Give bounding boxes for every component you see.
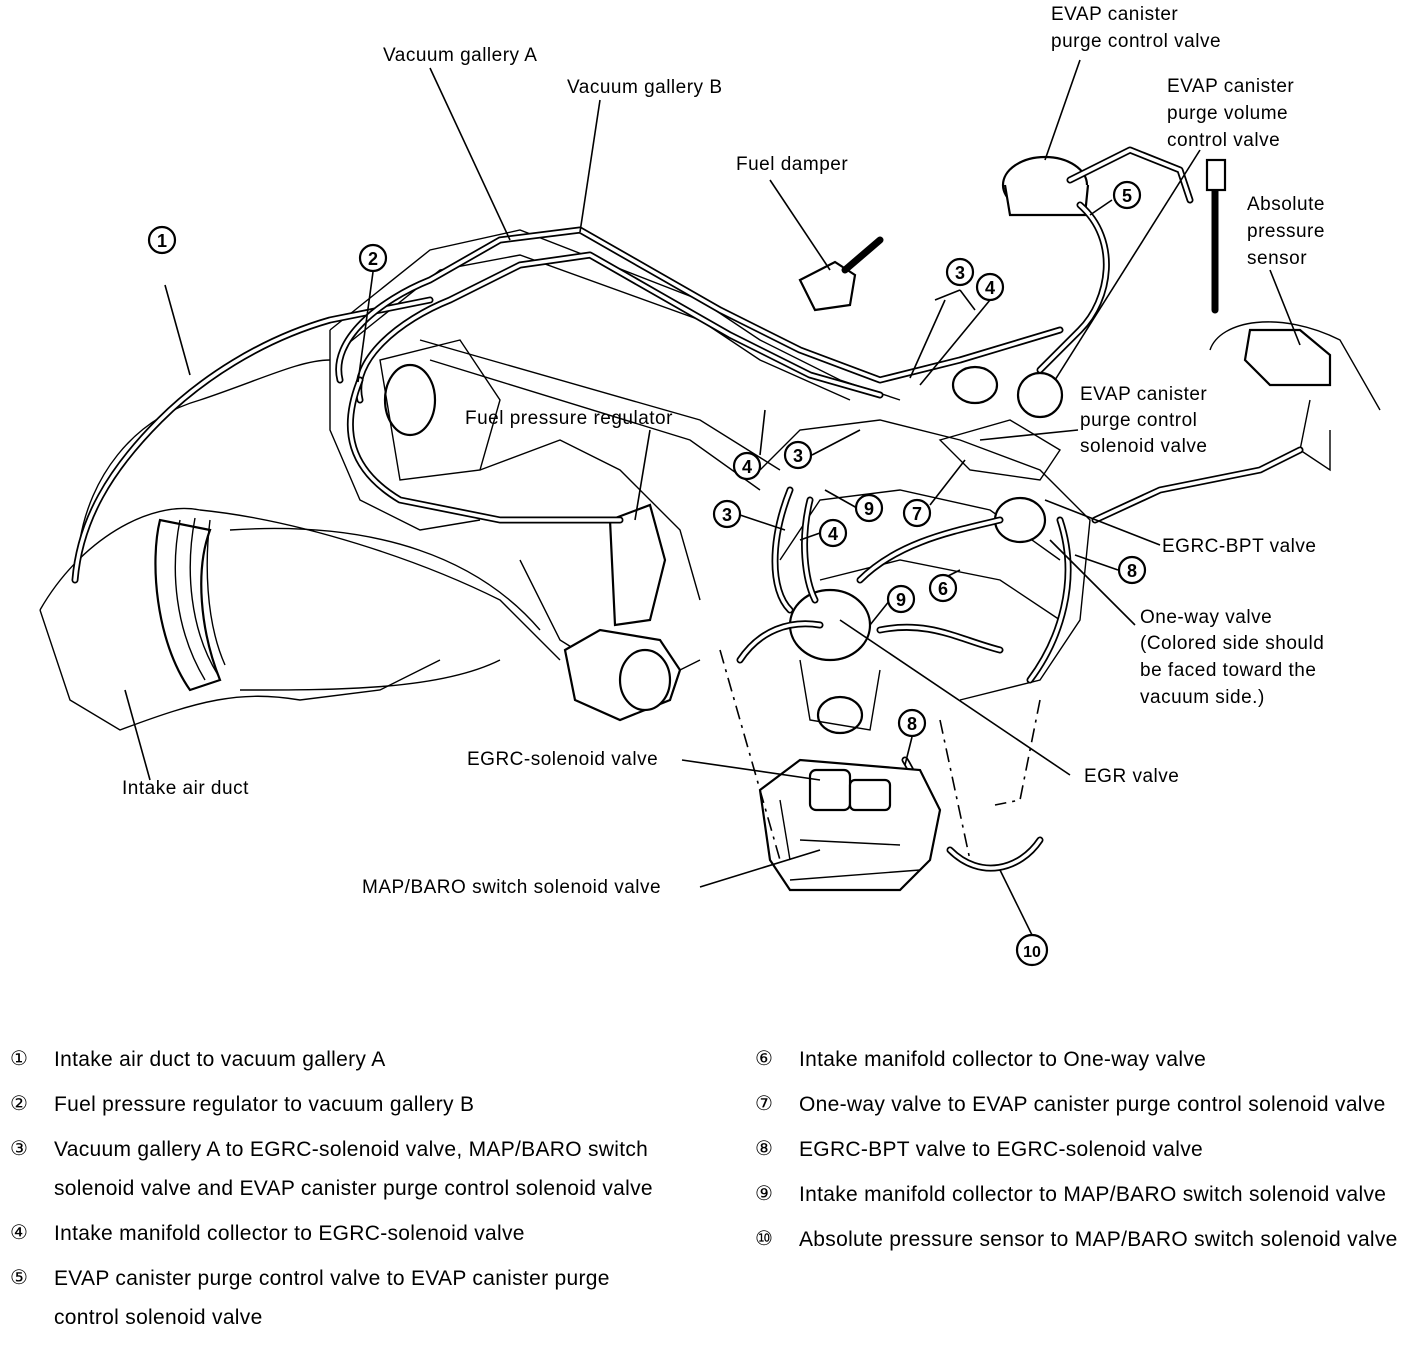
label-one-way-valve-2: (Colored side should [1140,633,1324,654]
svg-text:7: 7 [912,504,922,524]
legend-left: ① Intake air duct to vacuum gallery A ② Fu… [10,1040,670,1343]
label-vacuum-gallery-a: Vacuum gallery A [383,45,537,66]
svg-text:3: 3 [793,446,803,466]
svg-text:4: 4 [985,278,995,298]
label-vacuum-gallery-b: Vacuum gallery B [567,77,723,98]
label-egrc-bpt-valve: EGRC-BPT valve [1162,536,1316,557]
legend-item: ③ Vacuum gallery A to EGRC-solenoid valve… [10,1130,670,1208]
diagram-labels: Vacuum gallery A Vacuum gallery B Fuel d… [122,4,1325,898]
callout-8: 8 [1117,555,1147,585]
legend-item: ⑧ EGRC-BPT valve to EGRC-solenoid valve [755,1130,1400,1169]
vacuum-hoses [71,146,1304,872]
intake-air-duct [39,359,561,731]
legend-text: Absolute pressure sensor to MAP/BARO swi… [799,1228,1398,1251]
legend-text: Intake manifold collector to EGRC-soleno… [54,1222,525,1245]
label-absolute-pressure-2: pressure [1247,221,1325,242]
legend-mark: ③ [10,1138,29,1160]
svg-text:4: 4 [742,457,752,477]
legend-mark: ④ [10,1222,29,1244]
label-evap-solenoid-2: purge control [1080,410,1197,431]
label-one-way-valve-1: One-way valve [1140,607,1272,628]
legend-right: ⑥ Intake manifold collector to One-way va… [755,1040,1400,1265]
dashed-guide [719,649,781,861]
svg-text:4: 4 [828,524,838,544]
solenoid-valve-bracket [758,758,942,892]
label-one-way-valve-4: vacuum side.) [1140,687,1265,708]
svg-text:3: 3 [722,505,732,525]
label-one-way-valve-3: be faced toward the [1140,660,1316,681]
vacuum-hose-diagram: 1 2 3 4 5 4 3 3 4 9 7 6 9 8 8 10 Vacuum … [39,4,1381,967]
legend-item: ⑦ One-way valve to EVAP canister purge co… [755,1085,1400,1124]
legend-item: ④ Intake manifold collector to EGRC-solen… [10,1214,670,1253]
callout-1: 1 [147,225,177,255]
svg-text:10: 10 [1023,944,1041,961]
legend-text: Fuel pressure regulator to vacuum galler… [54,1093,475,1116]
legend-mark: ① [10,1048,29,1070]
callout-9: 9 [886,584,916,614]
legend-text: EGRC-BPT valve to EGRC-solenoid valve [799,1138,1204,1161]
callout-8: 8 [897,708,927,738]
callout-3: 3 [712,499,742,529]
callout-6: 6 [928,573,958,603]
callout-4: 4 [732,451,762,481]
callout-4: 4 [975,272,1005,302]
label-evap-purge-control-valve-2: purge control valve [1051,31,1221,52]
legend-item: ② Fuel pressure regulator to vacuum galle… [10,1085,670,1124]
label-map-baro-switch: MAP/BARO switch solenoid valve [362,877,661,898]
callout-9: 9 [854,493,884,523]
label-evap-purge-volume-2: purge volume [1167,103,1288,124]
label-evap-purge-volume-1: EVAP canister [1167,76,1294,97]
label-intake-air-duct: Intake air duct [122,778,249,799]
dashed-guide [994,699,1041,806]
legend-mark: ⑩ [755,1228,774,1250]
svg-text:6: 6 [938,579,948,599]
svg-text:5: 5 [1122,186,1132,206]
label-evap-solenoid-1: EVAP canister [1080,384,1207,405]
legend-mark: ⑨ [755,1183,774,1205]
label-evap-purge-control-valve-1: EVAP canister [1051,4,1178,25]
legend-text: One-way valve to EVAP canister purge con… [799,1093,1386,1116]
callouts: 1 2 3 4 5 4 3 3 4 9 7 6 9 8 8 10 [147,180,1147,967]
legend-text: EVAP canister purge control valve to EVA… [54,1267,610,1329]
legend-item: ① Intake air duct to vacuum gallery A [10,1040,670,1079]
legend-item: ⑩ Absolute pressure sensor to MAP/BARO sw… [755,1220,1400,1259]
legend-item: ⑤ EVAP canister purge control valve to EV… [10,1259,670,1337]
label-egr-valve: EGR valve [1084,766,1179,787]
legend-mark: ⑤ [10,1267,29,1289]
legend-item: ⑥ Intake manifold collector to One-way va… [755,1040,1400,1079]
label-egrc-solenoid-valve: EGRC-solenoid valve [467,749,658,770]
svg-text:8: 8 [907,714,917,734]
legend-text: Intake air duct to vacuum gallery A [54,1048,386,1071]
svg-text:8: 8 [1127,561,1137,581]
legend-mark: ⑧ [755,1138,774,1160]
legend-mark: ⑦ [755,1093,774,1115]
legend-text: Vacuum gallery A to EGRC-solenoid valve,… [54,1138,653,1200]
callout-5: 5 [1112,180,1142,210]
svg-text:9: 9 [896,590,906,610]
label-evap-purge-volume-3: control valve [1167,130,1280,151]
leader-lines [124,59,1301,936]
legend-text: Intake manifold collector to One-way val… [799,1048,1207,1071]
label-evap-solenoid-3: solenoid valve [1080,436,1207,457]
svg-text:3: 3 [955,263,965,283]
engine-illustration [329,155,1381,735]
svg-text:1: 1 [157,231,167,251]
label-fuel-pressure-regulator: Fuel pressure regulator [465,408,673,429]
label-absolute-pressure-3: sensor [1247,248,1307,269]
dashed-guide [939,719,971,861]
legend-mark: ⑥ [755,1048,774,1070]
svg-text:2: 2 [368,249,378,269]
callout-4: 4 [818,518,848,548]
callout-10: 10 [1015,933,1049,967]
legend-mark: ② [10,1093,29,1115]
callout-7: 7 [902,498,932,528]
label-absolute-pressure-1: Absolute [1247,194,1325,215]
label-fuel-damper: Fuel damper [736,154,848,175]
legend-item: ⑨ Intake manifold collector to MAP/BARO s… [755,1175,1400,1214]
callout-3: 3 [783,440,813,470]
callout-2: 2 [358,243,388,273]
svg-text:9: 9 [864,499,874,519]
legend-text: Intake manifold collector to MAP/BARO sw… [799,1183,1387,1206]
callout-3: 3 [945,257,975,287]
